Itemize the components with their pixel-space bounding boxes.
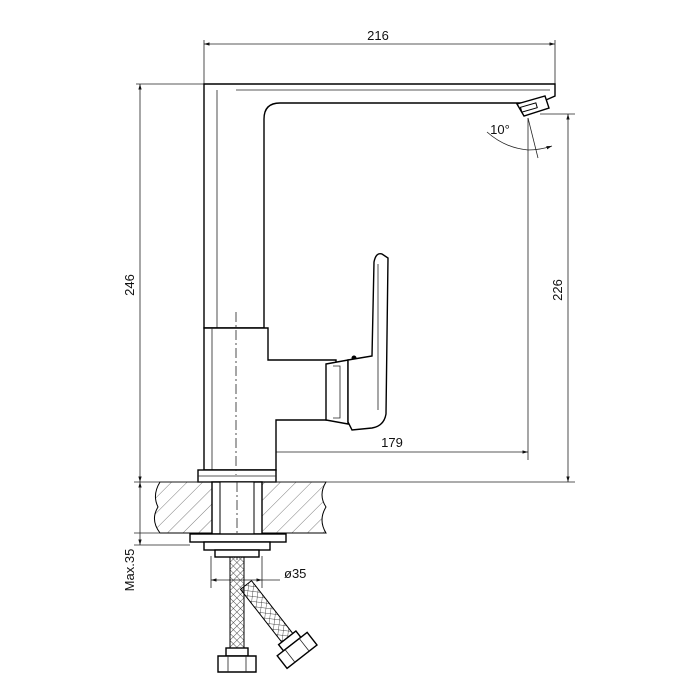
angle-arc: [486, 131, 529, 151]
dimension-226: 226: [540, 113, 575, 482]
angle-ray: [527, 117, 539, 159]
hose-angled-group: [239, 579, 318, 670]
dimension-label-max35: Max.35: [122, 549, 137, 592]
angle-10deg: 10°: [486, 117, 553, 159]
dimension-max35: Max.35: [122, 482, 190, 591]
nut-facet-3: [284, 649, 296, 663]
dimension-dia35: ø35: [210, 556, 306, 588]
dimension-216: 216: [203, 28, 556, 84]
dimension-label-226: 226: [550, 279, 565, 301]
mounting-washer: [214, 549, 260, 558]
supply-hoses: [217, 556, 318, 673]
countertop-section: [134, 481, 575, 534]
angle-arc-right: [527, 145, 553, 151]
angle-label: 10°: [490, 122, 510, 137]
dimension-label-179: 179: [381, 435, 403, 450]
aerator-mesh: [519, 102, 538, 113]
mounting-shank: [189, 481, 287, 560]
mounting-nut: [203, 541, 271, 551]
countertop-left: [154, 481, 213, 534]
cartridge-detail: [333, 365, 341, 419]
hose-ferrule-vertical: [225, 647, 249, 657]
mounting-plate: [189, 533, 287, 543]
dimension-label-216: 216: [367, 28, 389, 43]
dimension-179: 179: [236, 118, 529, 460]
countertop-right: [261, 481, 327, 534]
cartridge-housing: [325, 359, 349, 425]
faucet-body: [197, 83, 556, 483]
dimension-label-d35: ø35: [284, 566, 306, 581]
handle-lever: [347, 252, 389, 431]
hose-nut-angled: [276, 631, 318, 670]
hose-nut-vertical: [217, 655, 257, 673]
hose-angled: [239, 579, 296, 646]
dimension-label-246: 246: [122, 274, 137, 296]
main-body: [203, 327, 337, 471]
nut-facet-4: [298, 638, 310, 652]
hose-vertical: [229, 556, 245, 653]
dimension-246: 246: [122, 83, 210, 482]
